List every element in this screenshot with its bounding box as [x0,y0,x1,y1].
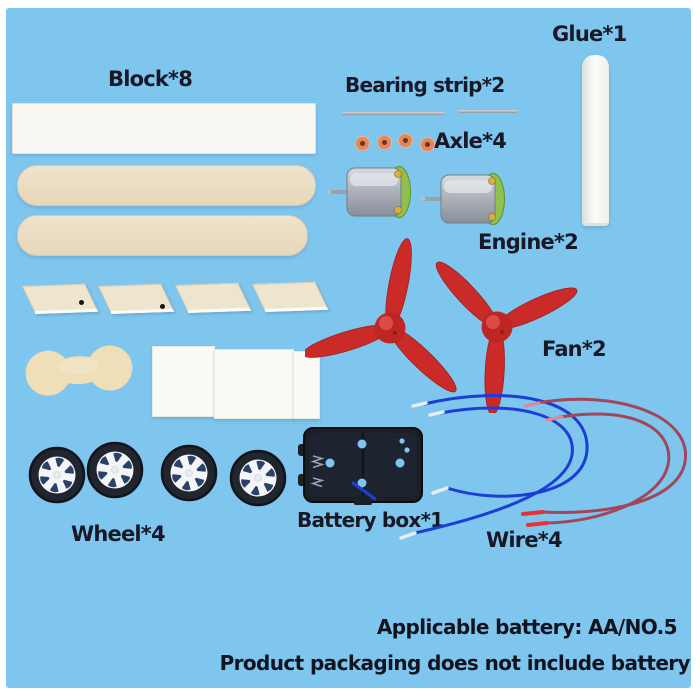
parallelogram-hole-1 [79,300,84,305]
bearing-strip-2 [458,110,518,113]
engine-motor-1 [326,166,411,218]
foam-card-1 [152,346,215,417]
glue-label: Glue*1 [552,22,627,46]
wheel-4 [229,449,287,507]
fan-label: Fan*2 [542,337,607,361]
wheel-2 [86,441,144,499]
wheels-group [28,441,287,507]
fan-propeller-1 [305,238,457,393]
block-parallelogram-1 [22,283,99,314]
wheel-label: Wheel*4 [71,522,166,546]
wheel-3 [160,444,218,502]
block-white-strip [12,103,316,154]
red-wires [521,397,687,527]
wire-label: Wire*4 [486,528,563,552]
axle-ring-2 [377,135,392,150]
battery-box [298,427,423,505]
axle-ring-4 [420,137,435,152]
block-parallelogram-2 [98,283,175,314]
block-wood-stick-2 [17,215,308,256]
axle-ring-1 [355,136,370,151]
block-wood-stick-1 [17,165,316,206]
glue-stick [582,55,609,226]
foam-card-2 [214,349,294,419]
peanut-wood-piece [25,345,133,396]
fan-propeller-2 [435,261,578,413]
wires-group [351,394,687,540]
footer-battery-type: Applicable battery: AA/NO.5 [376,615,678,639]
axle-label: Axle*4 [434,129,507,153]
wheel-1 [28,446,86,504]
block-parallelogram-3 [175,282,252,313]
bearing-strip-label: Bearing strip*2 [345,73,505,97]
blue-wires [351,394,589,540]
footer-battery-note: Product packaging does not include batte… [219,651,691,675]
bearing-strip-1 [342,112,445,115]
block-label: Block*8 [108,67,193,91]
axle-ring-3 [398,133,413,148]
parallelogram-hole-2 [160,304,165,309]
battery-box-label: Battery box*1 [297,508,444,532]
engine-motor-2 [420,173,505,225]
engine-label: Engine*2 [478,230,579,254]
